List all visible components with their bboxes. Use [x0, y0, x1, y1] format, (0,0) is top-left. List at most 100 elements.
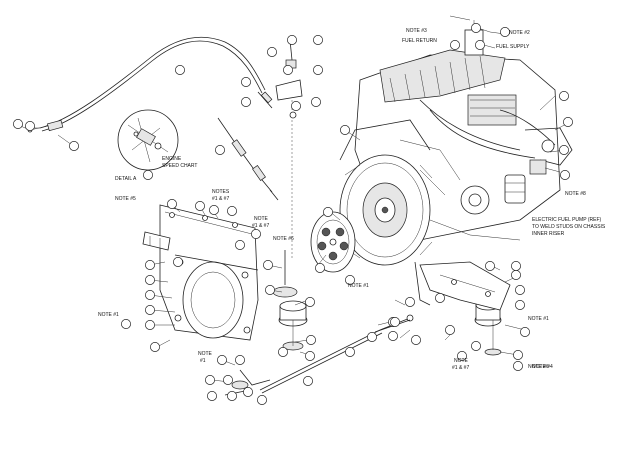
- callout-circle: [69, 141, 79, 151]
- callout-circle: [145, 260, 155, 270]
- callout-circle: [559, 145, 569, 155]
- callout-bubble: [175, 65, 185, 75]
- callout-bubble: [145, 305, 155, 315]
- callout-bubble: [411, 335, 421, 345]
- callout-circle: [340, 125, 350, 135]
- callout-bubble: [241, 77, 251, 87]
- callout-circle: [25, 121, 35, 131]
- callout-circle: [323, 207, 333, 217]
- coupling-disc: [310, 211, 356, 273]
- callout-circle: [145, 275, 155, 285]
- engine-speed-chart-label-2: SPEED CHART: [162, 163, 197, 169]
- callout-circle: [251, 229, 261, 239]
- callout-bubble: [207, 391, 217, 401]
- callout-circle: [291, 101, 301, 111]
- note-1-7-bottom-label-2: #1 & #7: [452, 365, 469, 371]
- callout-circle: [303, 376, 313, 386]
- callout-bubble: [305, 297, 315, 307]
- callout-bubble: [287, 35, 297, 45]
- callout-bubble: [450, 40, 460, 50]
- note-3-label: NOTE #3: [406, 28, 427, 34]
- callout-bubble: [69, 141, 79, 151]
- note-2-label: NOTE #2: [509, 30, 530, 36]
- callout-circle: [315, 263, 325, 273]
- callout-bubble: [457, 351, 467, 361]
- callout-bubble: [445, 325, 455, 335]
- note-1-bottom-label-2: #1: [200, 358, 206, 364]
- callout-bubble: [257, 395, 267, 405]
- callout-circle: [457, 351, 467, 361]
- callout-bubble: [227, 206, 237, 216]
- callout-circle: [305, 297, 315, 307]
- callout-circle: [511, 270, 521, 280]
- note-1-7-label-c1: NOTE: [254, 216, 269, 222]
- callout-bubble: [227, 391, 237, 401]
- callout-circle: [559, 91, 569, 101]
- callout-circle: [13, 119, 23, 129]
- callout-bubble: [209, 205, 219, 215]
- callout-circle: [345, 347, 355, 357]
- callout-bubble: [560, 170, 570, 180]
- callout-circle: [145, 305, 155, 315]
- right-support-bracket: [414, 261, 511, 311]
- callout-bubble: [340, 125, 350, 135]
- callout-circle: [227, 206, 237, 216]
- callout-bubble: [217, 355, 227, 365]
- callout-circle: [287, 35, 297, 45]
- callout-bubble: [223, 375, 233, 385]
- callout-bubble: [511, 270, 521, 280]
- callout-bubble: [311, 97, 321, 107]
- note-5-label: NOTE #5: [115, 196, 136, 202]
- callout-circle: [445, 325, 455, 335]
- note-4-label: NOTE #4: [532, 364, 553, 370]
- callout-circle: [263, 260, 273, 270]
- callout-circle: [520, 327, 530, 337]
- callout-bubble: [145, 275, 155, 285]
- engine-speed-chart-label-1: ENGINE: [162, 156, 182, 162]
- callout-bubble: [475, 40, 485, 50]
- callout-circle: [311, 97, 321, 107]
- callout-bubble: [405, 297, 415, 307]
- callout-circle: [450, 40, 460, 50]
- callout-circle: [560, 170, 570, 180]
- callout-bubble: [471, 23, 481, 33]
- callout-bubble: [291, 101, 301, 111]
- lower-linkage: [224, 314, 414, 396]
- callout-bubble: [173, 257, 183, 267]
- callout-circle: [390, 317, 400, 327]
- callout-circle: [411, 335, 421, 345]
- mount-bracket: [142, 204, 259, 341]
- callout-bubble: [267, 47, 277, 57]
- callout-bubble: [515, 285, 525, 295]
- callout-circle: [207, 391, 217, 401]
- callout-circle: [265, 285, 275, 295]
- callout-circle: [175, 65, 185, 75]
- callout-circle: [471, 341, 481, 351]
- callout-bubble: [215, 145, 225, 155]
- callout-circle: [278, 347, 288, 357]
- callout-circle: [235, 355, 245, 365]
- note-texts: NOTE #3 NOTE #2 FUEL RETURN FUEL SUPPLY …: [98, 28, 606, 371]
- callout-circle: [217, 355, 227, 365]
- callout-bubble: [323, 207, 333, 217]
- callout-circle: [241, 77, 251, 87]
- callout-bubble: [145, 320, 155, 330]
- callout-bubble: [500, 27, 510, 37]
- callout-bubble: [303, 376, 313, 386]
- callout-bubble: [150, 342, 160, 352]
- callout-circle: [435, 293, 445, 303]
- callout-bubble: [563, 117, 573, 127]
- callout-circle: [283, 65, 293, 75]
- callout-bubble: [283, 65, 293, 75]
- callout-bubble: [263, 260, 273, 270]
- callout-bubble: [205, 375, 215, 385]
- detail-a: [117, 109, 179, 171]
- callout-circle: [209, 205, 219, 215]
- callout-bubble: [315, 263, 325, 273]
- callout-circle: [305, 351, 315, 361]
- callout-circle: [485, 261, 495, 271]
- callout-circle: [313, 35, 323, 45]
- callout-circle: [145, 320, 155, 330]
